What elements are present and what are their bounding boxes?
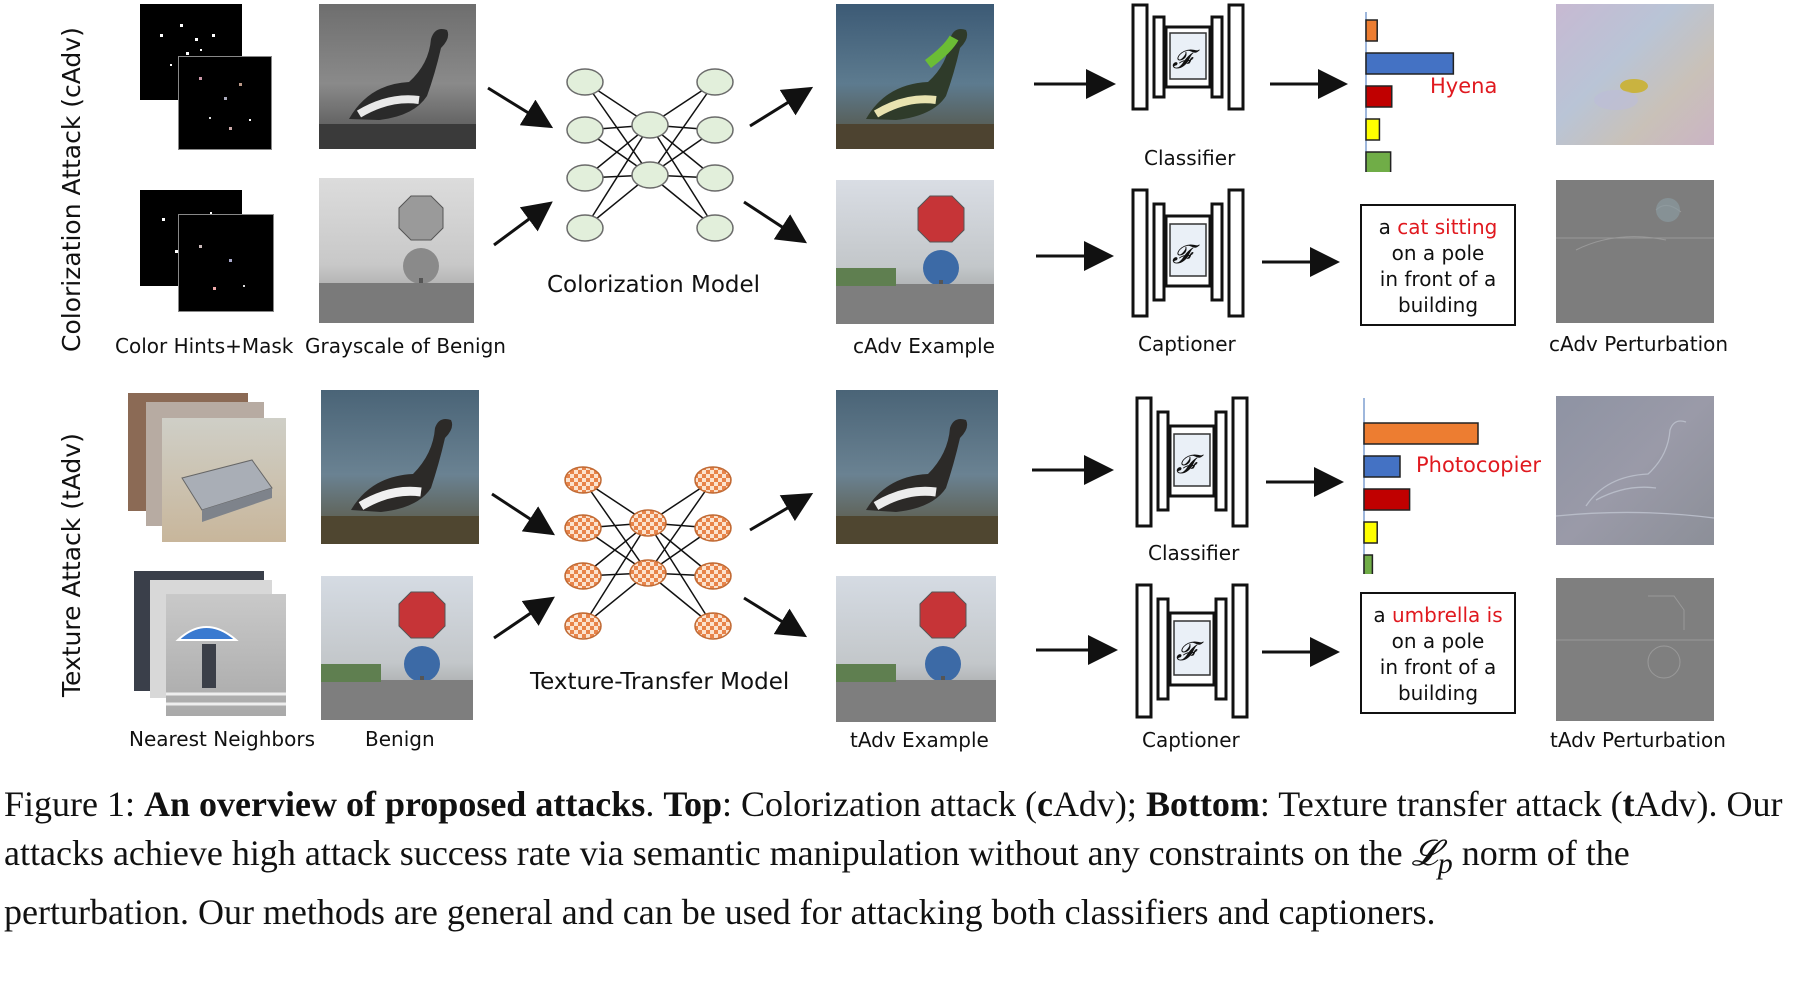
classifier-icon-top — [1131, 3, 1245, 111]
prediction-bar-chart-top — [1365, 12, 1455, 172]
color-hints-label: Color Hints+Mask — [115, 334, 294, 358]
prediction-bar-chart-bottom — [1363, 398, 1479, 574]
tadv-bird-image — [836, 390, 998, 544]
tadv-perturbation-image-2 — [1556, 578, 1714, 721]
caption-line-2: on a pole — [1391, 241, 1485, 265]
benign-label: Benign — [365, 727, 435, 751]
captioner-icon-top — [1131, 188, 1245, 318]
benign-stop-image — [321, 576, 473, 720]
cadv-perturbation-label: cAdv Perturbation — [1549, 332, 1729, 356]
caption-lp-symbol: 𝓛 — [1411, 833, 1438, 873]
tadv-perturbation-image-1 — [1556, 396, 1714, 545]
captioner-icon-bottom — [1135, 583, 1249, 719]
tadv-stop-image — [836, 576, 996, 722]
nearest-neighbors-label: Nearest Neighbors — [129, 727, 315, 751]
caption-line-3: in front of a — [1379, 267, 1497, 291]
caption-text-5: Adv). Our attacks achieve high attack su… — [4, 784, 1783, 873]
prediction-bar-3 — [1365, 118, 1381, 141]
prediction-bar-2 — [1365, 85, 1393, 108]
side-label-texture: Texture Attack (tAdv) — [57, 433, 86, 697]
caption-line-4: building — [1397, 293, 1479, 317]
nearest-neighbor-image-6 — [166, 594, 286, 716]
f-symbol-bottom-captioner: 𝓕 — [1176, 637, 1196, 667]
caption-bold-title: An overview of proposed attacks — [144, 784, 646, 824]
caption-text-3: Adv); — [1052, 784, 1146, 824]
cadv-stop-image — [836, 180, 994, 324]
f-symbol-top-classifier: 𝓕 — [1172, 45, 1192, 75]
grayscale-label: Grayscale of Benign — [305, 334, 506, 358]
caption-bold-bottom: Bottom — [1145, 784, 1260, 824]
colorization-model-network — [566, 68, 734, 242]
arrows-bottom — [491, 492, 814, 640]
caption-bold-top: Top — [663, 784, 723, 824]
benign-bird-image — [321, 390, 479, 544]
cadv-example-label: cAdv Example — [853, 334, 995, 358]
caption-text-6: norm of the perturbation. Our methods ar… — [4, 833, 1630, 933]
prediction-label-top: Hyena — [1430, 74, 1498, 98]
caption-pre-bottom: a — [1373, 603, 1392, 627]
caption-box-top: a cat sitting on a pole in front of a bu… — [1360, 204, 1516, 326]
prediction-bar-2 — [1363, 488, 1411, 511]
caption-bold-t: t — [1622, 784, 1635, 824]
classifier-label-top: Classifier — [1144, 146, 1236, 170]
caption-box-bottom: a umbrella is on a pole in front of a bu… — [1360, 592, 1516, 714]
prediction-bar-1 — [1365, 52, 1455, 75]
grayscale-stop-image — [319, 178, 474, 323]
grayscale-bird-image — [319, 4, 476, 149]
texture-transfer-model-network — [564, 466, 732, 640]
caption-text-2: : Colorization attack ( — [722, 784, 1037, 824]
caption-line-4-bottom: building — [1397, 681, 1479, 705]
color-hints-mask-image-3 — [178, 214, 274, 312]
prediction-bar-1 — [1363, 455, 1401, 478]
arrows-to-models-bottom — [1032, 455, 1344, 667]
caption-adversarial-words: cat sitting — [1397, 215, 1498, 239]
tadv-perturbation-label: tAdv Perturbation — [1550, 728, 1726, 752]
cadv-perturbation-image-1 — [1556, 4, 1714, 145]
arrows-top — [487, 86, 814, 247]
side-label-colorization: Colorization Attack (cAdv) — [57, 27, 86, 352]
caption-bold-c: c — [1036, 784, 1053, 824]
texture-transfer-model-label: Texture-Transfer Model — [530, 669, 790, 695]
colorization-model-label: Colorization Model — [547, 272, 761, 298]
prediction-label-bottom: Photocopier — [1416, 453, 1542, 477]
caption-pre: a — [1378, 215, 1398, 239]
prediction-bar-0 — [1365, 19, 1378, 42]
prediction-bar-4 — [1365, 151, 1392, 172]
prediction-bar-0 — [1363, 422, 1479, 445]
caption-text-4: : Texture transfer attack ( — [1259, 784, 1623, 824]
caption-lp-subscript: p — [1437, 847, 1453, 881]
cadv-perturbation-image-2 — [1556, 180, 1714, 323]
caption-line-3-bottom: in front of a — [1379, 655, 1497, 679]
caption-figure-number: Figure 1: — [4, 784, 144, 824]
prediction-bar-3 — [1363, 521, 1378, 544]
captioner-label-bottom: Captioner — [1142, 728, 1240, 752]
tadv-example-label: tAdv Example — [850, 728, 989, 752]
classifier-icon-bottom — [1135, 396, 1249, 528]
nearest-neighbor-image-3 — [162, 418, 286, 542]
f-symbol-top-captioner: 𝓕 — [1172, 240, 1192, 270]
arrows-to-models-top — [1034, 69, 1348, 277]
classifier-label-bottom: Classifier — [1148, 541, 1240, 565]
f-symbol-bottom-classifier: 𝓕 — [1176, 450, 1196, 480]
figure-caption: Figure 1: An overview of proposed attack… — [4, 780, 1806, 937]
caption-line-2-bottom: on a pole — [1391, 629, 1485, 653]
captioner-label-top: Captioner — [1138, 332, 1236, 356]
cadv-bird-image — [836, 4, 994, 149]
color-hints-mask-image-2 — [178, 56, 272, 150]
caption-text-1: . — [645, 784, 664, 824]
prediction-bar-4 — [1363, 554, 1374, 574]
caption-adversarial-words-bottom: umbrella is — [1391, 603, 1503, 627]
